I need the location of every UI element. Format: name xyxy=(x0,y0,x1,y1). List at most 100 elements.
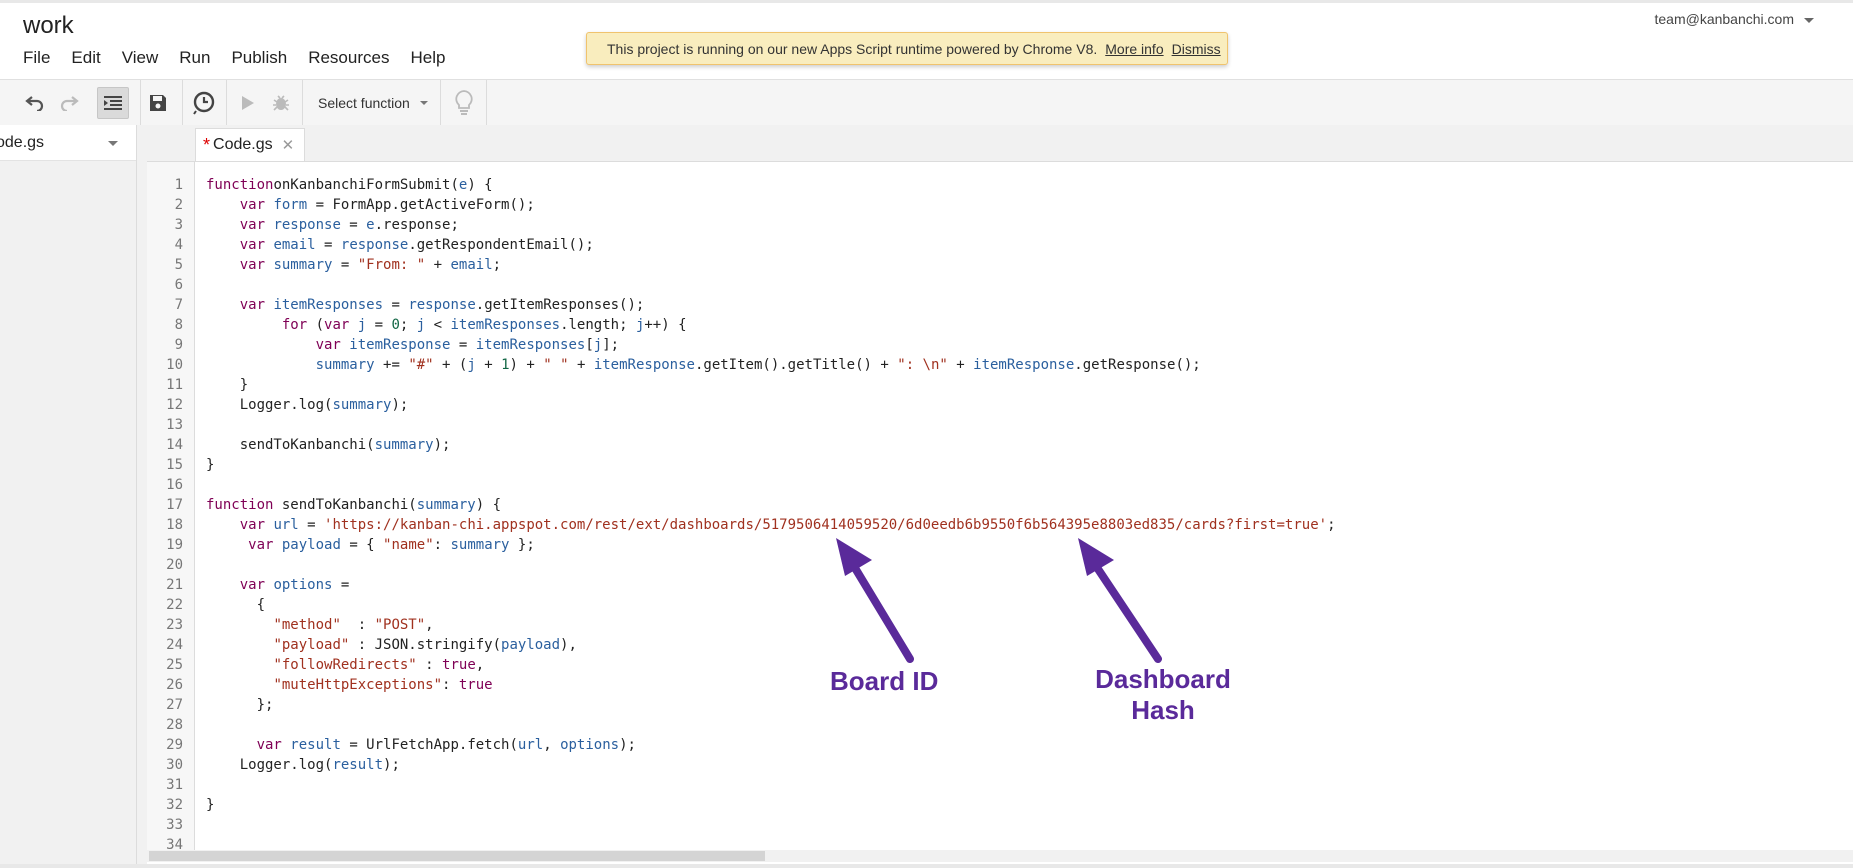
code-text: var form = FormApp.getActiveForm(); xyxy=(206,195,535,215)
code-token: ) + xyxy=(509,357,544,373)
save-icon[interactable] xyxy=(143,87,173,119)
code-line[interactable]: 2 var form = FormApp.getActiveForm(); xyxy=(147,195,1853,215)
code-line[interactable]: 24 "payload" : JSON.stringify(payload), xyxy=(147,635,1853,655)
code-line[interactable]: 33 xyxy=(147,815,1853,835)
debug-bug-icon[interactable] xyxy=(266,87,296,119)
code-line[interactable]: 10 summary += "#" + (j + 1) + " " + item… xyxy=(147,355,1853,375)
menu-edit[interactable]: Edit xyxy=(71,48,101,67)
code-line[interactable]: 28 xyxy=(147,715,1853,735)
horizontal-scrollbar[interactable] xyxy=(147,850,1853,862)
code-token: var xyxy=(324,317,350,333)
code-line[interactable]: 34 xyxy=(147,835,1853,855)
code-token: : xyxy=(416,657,443,673)
code-token: , xyxy=(475,657,485,673)
code-token: : xyxy=(442,677,459,693)
code-line[interactable]: 3 var response = e.response; xyxy=(147,215,1853,235)
code-token: function xyxy=(206,177,274,193)
code-line[interactable]: 29 var result = UrlFetchApp.fetch(url, o… xyxy=(147,735,1853,755)
code-text: Logger.log(summary); xyxy=(206,395,409,415)
menu-file[interactable]: File xyxy=(23,48,51,67)
indent-icon[interactable] xyxy=(97,86,129,119)
undo-icon[interactable] xyxy=(20,87,50,119)
code-token: ); xyxy=(433,437,451,453)
code-line[interactable]: 25 "followRedirects" : true, xyxy=(147,655,1853,675)
code-text: var options = xyxy=(206,575,350,595)
runtime-notice-banner: This project is running on our new Apps … xyxy=(586,32,1228,65)
run-play-icon[interactable] xyxy=(233,87,263,119)
code-line[interactable]: 27 }; xyxy=(147,695,1853,715)
triggers-clock-icon[interactable] xyxy=(188,87,220,119)
chevron-down-icon[interactable] xyxy=(108,141,118,146)
code-line[interactable]: 18 var url = 'https://kanban-chi.appspot… xyxy=(147,515,1853,535)
code-line[interactable]: 30 Logger.log(result); xyxy=(147,755,1853,775)
code-token: }; xyxy=(509,537,535,553)
close-icon[interactable]: ✕ xyxy=(281,137,295,154)
code-line[interactable]: 22 { xyxy=(147,595,1853,615)
code-line[interactable]: 8 for (var j = 0; j < itemResponses.leng… xyxy=(147,315,1853,335)
code-line[interactable]: 23 "method" : "POST", xyxy=(147,615,1853,635)
annotation-dashboard-hash-line2: Hash xyxy=(1131,695,1195,725)
code-line[interactable]: 4 var email = response.getRespondentEmai… xyxy=(147,235,1853,255)
code-line[interactable]: 6 xyxy=(147,275,1853,295)
lightbulb-icon[interactable] xyxy=(449,87,479,119)
account-menu[interactable]: team@kanbanchi.com xyxy=(1654,11,1814,27)
arrow-dashboard-hash xyxy=(1078,538,1162,663)
code-text: summary += "#" + (j + 1) + " " + itemRes… xyxy=(206,355,1201,375)
line-number: 2 xyxy=(174,197,183,213)
code-line[interactable]: 20 xyxy=(147,555,1853,575)
toolbar-separator xyxy=(302,80,303,125)
redo-icon[interactable] xyxy=(54,87,84,119)
code-token: } xyxy=(206,457,215,473)
code-line[interactable]: 15} xyxy=(147,455,1853,475)
code-token: = xyxy=(383,297,409,313)
code-line[interactable]: 7 var itemResponses = response.getItemRe… xyxy=(147,295,1853,315)
code-line[interactable]: 32} xyxy=(147,795,1853,815)
code-token: ; xyxy=(492,257,502,273)
code-line[interactable]: 5 var summary = "From: " + email; xyxy=(147,255,1853,275)
code-line[interactable]: 21 var options = xyxy=(147,575,1853,595)
toolbar-separator xyxy=(440,80,441,125)
toolbar-separator xyxy=(486,80,487,125)
project-title[interactable]: work xyxy=(23,12,74,39)
menu-view[interactable]: View xyxy=(121,48,159,67)
line-number: 34 xyxy=(166,837,183,853)
code-line[interactable]: 26 "muteHttpExceptions": true xyxy=(147,675,1853,695)
line-number: 32 xyxy=(166,797,183,813)
code-line[interactable]: 31 xyxy=(147,775,1853,795)
menu-run[interactable]: Run xyxy=(179,48,211,67)
menu-help[interactable]: Help xyxy=(410,48,446,67)
code-token: 0 xyxy=(391,317,400,333)
code-line[interactable]: 11 } xyxy=(147,375,1853,395)
menu-resources[interactable]: Resources xyxy=(308,48,390,67)
code-token: = xyxy=(450,337,476,353)
code-token: : xyxy=(340,617,375,633)
dismiss-link[interactable]: Dismiss xyxy=(1171,40,1221,57)
select-function-dropdown[interactable]: Select function xyxy=(318,80,428,125)
line-number: 4 xyxy=(174,237,183,253)
code-line[interactable]: 13 xyxy=(147,415,1853,435)
menu-publish[interactable]: Publish xyxy=(231,48,288,67)
code-line[interactable]: 16 xyxy=(147,475,1853,495)
code-line[interactable]: 19 var payload = { "name": summary }; xyxy=(147,535,1853,555)
line-number: 9 xyxy=(174,337,183,353)
line-number-gutter xyxy=(147,162,195,852)
line-number: 17 xyxy=(166,497,183,513)
tab-code-gs[interactable]: * Code.gs ✕ xyxy=(195,128,306,161)
code-line[interactable]: 14 sendToKanbanchi(summary); xyxy=(147,435,1853,455)
code-token: ++) { xyxy=(644,317,687,333)
code-token: ]; xyxy=(602,337,620,353)
code-line[interactable]: 12 Logger.log(summary); xyxy=(147,395,1853,415)
code-token: : JSON.stringify( xyxy=(349,637,502,653)
scrollbar-thumb[interactable] xyxy=(149,851,765,861)
code-token: options xyxy=(265,577,333,593)
code-token: .response; xyxy=(374,217,459,233)
file-item-code-gs[interactable]: ode.gs xyxy=(0,125,136,161)
code-line[interactable]: 9 var itemResponse = itemResponses[j]; xyxy=(147,335,1853,355)
more-info-link[interactable]: More info xyxy=(1105,40,1164,57)
code-token: true xyxy=(458,677,493,693)
code-token: summary xyxy=(265,257,333,273)
